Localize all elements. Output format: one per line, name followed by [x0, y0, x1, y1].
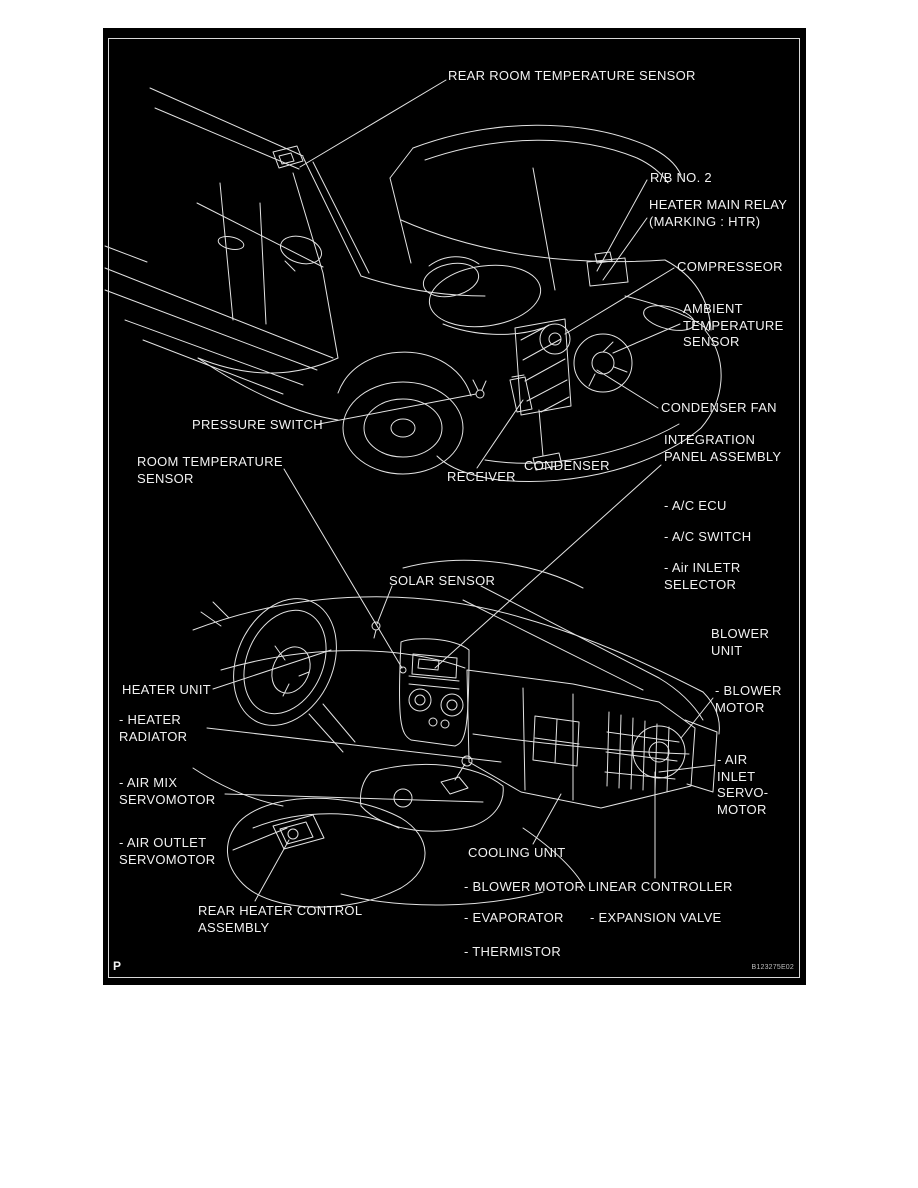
label-compresseor: COMPRESSEOR — [677, 259, 783, 274]
diagram-panel: REAR ROOM TEMPERATURE SENSOR R/B NO. 2 H… — [103, 28, 806, 985]
label-heater-main-relay: HEATER MAIN RELAY (MARKING : HTR) — [649, 197, 788, 229]
label-integration-panel-assembly: INTEGRATION PANEL ASSEMBLY — [664, 432, 782, 464]
label-cooling-unit: COOLING UNIT — [468, 845, 566, 860]
label-room-temperature-sensor: ROOM TEMPERATURE SENSOR — [137, 454, 283, 486]
label-receiver: RECEIVER — [447, 469, 516, 484]
label-air-inletr-selector: - Air INLETR SELECTOR — [664, 560, 741, 592]
label-condenser-fan: CONDENSER FAN — [661, 400, 777, 415]
label-ambient-temperature-sensor: AMBIENT TEMPERATURE SENSOR — [683, 301, 784, 349]
label-ac-ecu: - A/C ECU — [664, 498, 727, 513]
label-rear-heater-control-assembly: REAR HEATER CONTROL ASSEMBLY — [198, 903, 363, 935]
label-blower-motor: - BLOWER MOTOR — [715, 683, 782, 715]
vehicle-sketch — [104, 87, 722, 483]
label-air-mix-servomotor: - AIR MIX SERVOMOTOR — [119, 775, 216, 807]
label-expansion-valve: - EXPANSION VALVE — [590, 910, 722, 925]
label-air-inlet-servomotor: - AIR INLET SERVO- MOTOR — [717, 752, 769, 817]
page-marker: P — [113, 959, 122, 973]
figure-code: B123275E02 — [751, 964, 794, 971]
label-heater-unit: HEATER UNIT — [122, 682, 212, 697]
label-pressure-switch: PRESSURE SWITCH — [192, 417, 323, 432]
leader-lines — [206, 79, 716, 902]
label-evaporator: - EVAPORATOR — [464, 910, 564, 925]
label-heater-radiator: - HEATER RADIATOR — [119, 712, 188, 744]
label-condenser: CONDENSER — [524, 458, 610, 473]
label-ac-switch: - A/C SWITCH — [664, 529, 752, 544]
label-solar-sensor: SOLAR SENSOR — [389, 573, 496, 588]
label-rear-room-temperature-sensor: REAR ROOM TEMPERATURE SENSOR — [448, 68, 696, 83]
diagram-line-art — [104, 79, 722, 908]
label-thermistor: - THERMISTOR — [464, 944, 562, 959]
label-blower-motor-linear-controller: - BLOWER MOTOR LINEAR CONTROLLER — [464, 879, 733, 894]
label-air-outlet-servomotor: - AIR OUTLET SERVOMOTOR — [119, 835, 216, 867]
interior-sketch — [192, 559, 720, 908]
label-rb-no-2: R/B NO. 2 — [650, 170, 712, 185]
label-blower-unit: BLOWER UNIT — [711, 626, 770, 658]
